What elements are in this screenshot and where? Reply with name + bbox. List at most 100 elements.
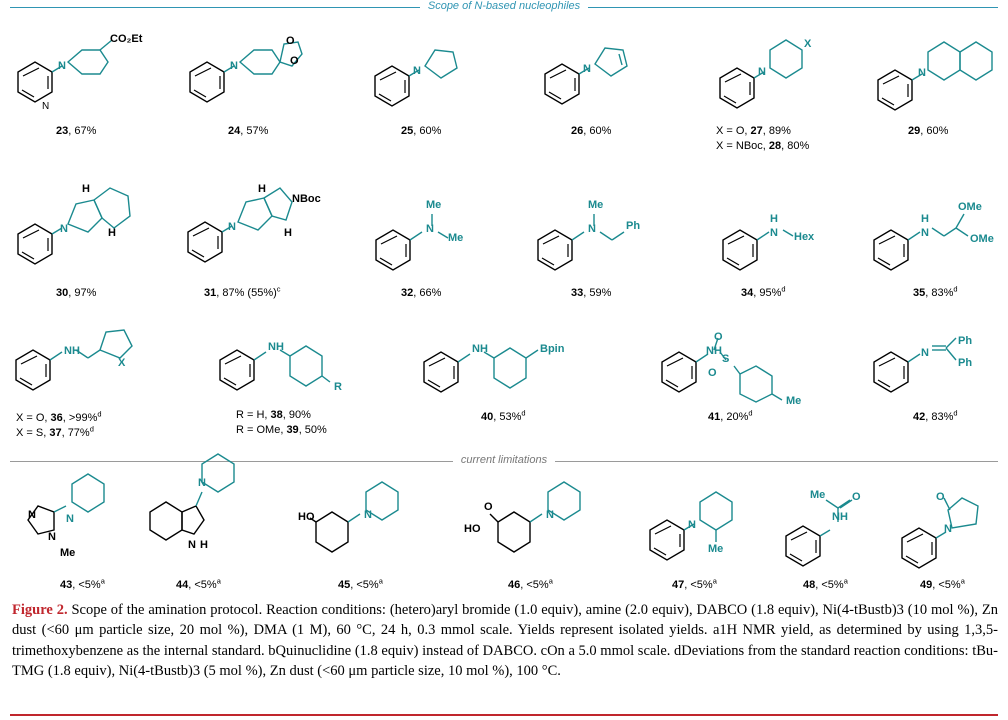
atom-n: N <box>188 539 196 551</box>
structure-31 <box>187 187 293 263</box>
atom-n: N <box>364 509 372 521</box>
atom-x: X <box>804 38 812 50</box>
label-45: 45, <5%a <box>338 576 383 591</box>
label-31: 31, 87% (55%)c <box>204 284 281 299</box>
structure-46 <box>489 481 581 553</box>
structure-23 <box>17 39 113 103</box>
structure-36-37 <box>15 329 133 391</box>
bottom-rule <box>10 714 998 716</box>
atom-nh: H <box>200 539 208 551</box>
label-39: R = OMe, 39, 50% <box>236 424 327 436</box>
structure-40 <box>423 347 539 393</box>
atom-n: N <box>42 101 50 112</box>
label-33: 33, 59% <box>571 287 612 299</box>
label-29: 29, 60% <box>908 125 949 137</box>
label-30: 30, 97% <box>56 287 97 299</box>
structure-29 <box>877 41 993 111</box>
atom-ho: HO <box>298 511 315 523</box>
atom-n: N <box>60 223 68 235</box>
atom-x: X <box>118 357 126 369</box>
atom-h: H <box>284 227 292 239</box>
label-34: 34, 95%d <box>741 284 786 299</box>
label-26: 26, 60% <box>571 125 612 137</box>
atom-me: Me <box>708 543 724 555</box>
atom-ph: Ph <box>958 335 973 347</box>
atom-co2et: CO₂Et <box>110 33 143 45</box>
label-42: 42, 83%d <box>913 408 958 423</box>
atom-ph: Ph <box>626 220 641 232</box>
label-32: 32, 66% <box>401 287 442 299</box>
label-25: 25, 60% <box>401 125 442 137</box>
atom-n: N <box>583 63 591 75</box>
atom-o: O <box>936 491 945 503</box>
structure-32 <box>375 214 449 271</box>
atom-n: N <box>588 223 596 235</box>
atom-o: O <box>286 35 295 47</box>
label-44: 44, <5%a <box>176 576 221 591</box>
atom-r: R <box>334 381 342 393</box>
atom-n: N <box>944 523 952 535</box>
atom-nh: NH <box>268 341 284 353</box>
atom-nh: NH <box>706 345 722 357</box>
atom-n: N <box>918 67 926 79</box>
label-28: X = NBoc, 28, 80% <box>716 140 810 152</box>
atom-n: N <box>28 509 36 521</box>
atom-n: N <box>770 227 778 239</box>
structure-44 <box>149 453 235 541</box>
atom-n: N <box>426 223 434 235</box>
structure-47 <box>649 491 733 561</box>
label-43: 43, <5%a <box>60 576 105 591</box>
atom-n: N <box>66 513 74 525</box>
atom-nh: NH <box>832 511 848 523</box>
label-46: 46, <5%a <box>508 576 553 591</box>
atom-o: O <box>484 501 493 513</box>
atom-me: Me <box>588 199 604 211</box>
atom-me: Me <box>786 395 802 407</box>
atom-n: N <box>921 227 929 239</box>
structure-38-39 <box>219 345 331 391</box>
atom-n: N <box>58 60 66 72</box>
atom-h: H <box>921 213 929 225</box>
atom-me: Me <box>810 489 826 501</box>
atom-n: N <box>921 347 929 359</box>
label-38: R = H, 38, 90% <box>236 409 311 421</box>
structure-24 <box>189 41 303 103</box>
atom-n: N <box>758 66 766 78</box>
atom-n: N <box>546 509 554 521</box>
atom-h: H <box>82 183 90 195</box>
limits-section-title: current limitations <box>0 454 1008 466</box>
label-27: X = O, 27, 89% <box>716 125 791 137</box>
atom-s: S <box>722 353 730 365</box>
structure-35 <box>873 213 969 271</box>
structures-canvas <box>15 39 993 569</box>
structure-45 <box>309 481 399 553</box>
atom-ho: HO <box>464 523 481 535</box>
atom-o: O <box>708 367 717 379</box>
atom-n: N <box>413 65 421 77</box>
figure-caption-text: Scope of the amination protocol. Reactio… <box>12 602 998 680</box>
structure-27-28 <box>719 39 803 109</box>
structure-49 <box>901 497 979 569</box>
atom-nh: NH <box>64 345 80 357</box>
structure-30 <box>17 187 131 265</box>
structure-42 <box>873 337 957 393</box>
label-41: 41, 20%d <box>708 408 753 423</box>
label-23: 23, 67% <box>56 125 97 137</box>
atom-n: N <box>230 60 238 72</box>
structure-43 <box>27 473 105 535</box>
atom-ome: OMe <box>958 201 982 213</box>
structure-34 <box>722 229 794 271</box>
atom-h: H <box>108 227 116 239</box>
label-36: X = O, 36, >99%d <box>16 409 102 424</box>
figure-label: Figure 2. <box>12 602 68 618</box>
atom-n: N <box>688 519 696 531</box>
label-37: X = S, 37, 77%d <box>16 424 94 439</box>
label-47: 47, <5%a <box>672 576 717 591</box>
label-48: 48, <5%a <box>803 576 848 591</box>
label-49: 49, <5%a <box>920 576 965 591</box>
atom-o: O <box>852 491 861 503</box>
atom-me: Me <box>60 547 76 559</box>
structure-26 <box>544 47 628 105</box>
atom-h: H <box>770 213 778 225</box>
atom-h: H <box>258 183 266 195</box>
